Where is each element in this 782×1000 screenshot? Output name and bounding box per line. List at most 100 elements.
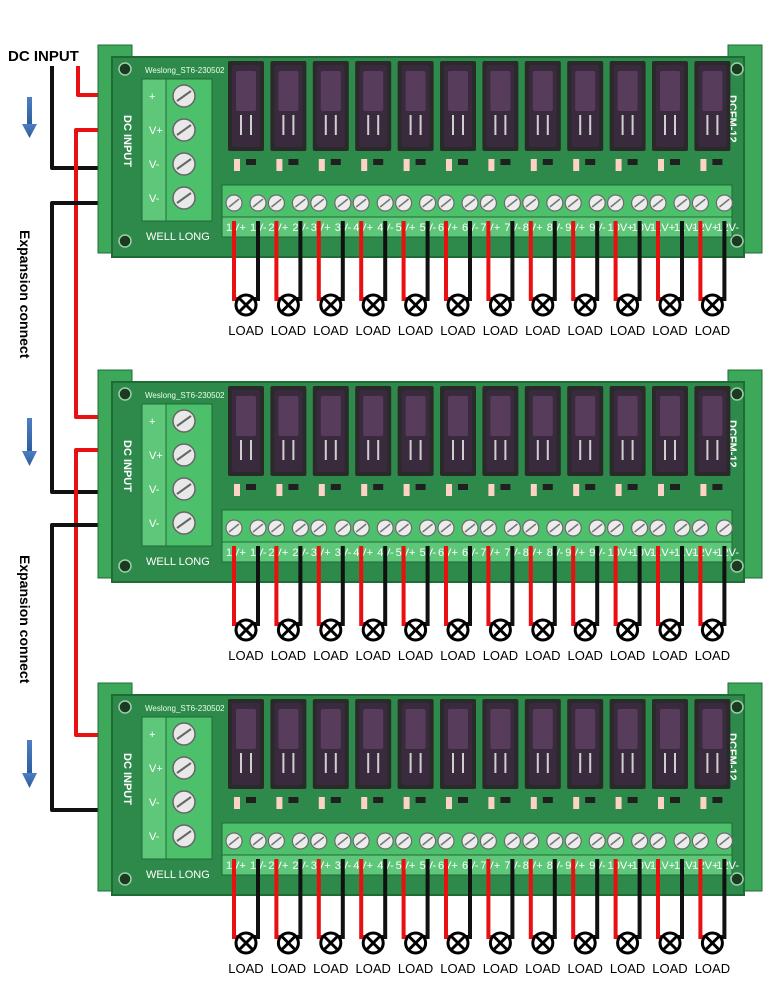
mounting-hole	[118, 872, 132, 886]
resistor	[288, 159, 299, 165]
fuse-highlight	[490, 396, 511, 436]
screw-slot	[506, 836, 518, 846]
screw-slot	[694, 836, 706, 846]
load-label: LOAD	[695, 648, 730, 663]
fuse-highlight	[660, 71, 680, 111]
lamp-cross	[280, 934, 297, 952]
led-indicator	[658, 797, 664, 809]
load-label: LOAD	[440, 323, 475, 338]
lamp-icon	[658, 618, 682, 642]
output-label-plus: 12V+	[692, 547, 718, 559]
lamp-icon	[319, 293, 343, 317]
screw-slot	[228, 836, 240, 846]
lamp-cross	[322, 296, 339, 314]
lamp-cross	[322, 934, 339, 952]
led-indicator	[403, 484, 410, 496]
screw-slot	[549, 198, 561, 208]
terminal-sign: V+	[149, 763, 163, 775]
lamp-icon	[488, 293, 512, 317]
led-indicator	[488, 797, 495, 809]
load-label: LOAD	[483, 648, 518, 663]
output-label-plus: 10V+	[608, 222, 634, 234]
resistor	[712, 797, 723, 803]
lamp-icon	[446, 618, 470, 642]
screw-slot	[294, 198, 306, 208]
led-indicator	[615, 484, 622, 496]
lamp-icon	[404, 293, 428, 317]
screw-slot	[252, 523, 264, 533]
screw-slot	[313, 836, 325, 846]
lamp-cross	[661, 621, 679, 639]
lamp-icon	[276, 293, 300, 317]
screw-slot	[440, 198, 452, 208]
silk-text: Weslong_ST6-230502	[145, 391, 225, 400]
screw-slot	[482, 523, 494, 533]
input-header: DC INPUT	[121, 115, 133, 167]
lamp-cross	[322, 621, 339, 639]
lamp-icon	[404, 618, 428, 642]
lamp-cross	[577, 621, 594, 639]
load-label: LOAD	[313, 648, 348, 663]
led-indicator	[488, 484, 495, 496]
resistor	[246, 797, 256, 803]
screw-slot	[676, 836, 688, 846]
resistor	[458, 159, 468, 165]
resistor	[415, 484, 426, 490]
lamp-cross	[492, 934, 509, 952]
screw-slot	[270, 836, 282, 846]
load-label: LOAD	[228, 323, 263, 338]
fuse-highlight	[363, 709, 384, 749]
screw-slot	[549, 523, 561, 533]
fuse-highlight	[405, 396, 426, 436]
fuse-highlight	[405, 71, 426, 111]
led-indicator	[530, 484, 537, 496]
fuse-highlight	[448, 71, 468, 111]
lamp-icon	[531, 293, 555, 317]
fuse-highlight	[278, 396, 299, 436]
load-label: LOAD	[567, 648, 602, 663]
fuse-highlight	[363, 396, 384, 436]
screw-slot	[398, 836, 410, 846]
resistor	[330, 797, 341, 803]
resistor	[670, 797, 680, 803]
led-indicator	[234, 159, 240, 171]
load-label: LOAD	[483, 961, 518, 976]
fuse-highlight	[532, 709, 553, 749]
screw-slot	[270, 198, 282, 208]
screw-slot	[176, 90, 192, 102]
fuse-highlight	[236, 71, 256, 111]
resistor	[246, 484, 256, 490]
resistor	[288, 797, 299, 803]
led-indicator	[403, 159, 410, 171]
screw-slot	[506, 523, 518, 533]
lamp-icon	[276, 931, 300, 955]
led-indicator	[530, 159, 537, 171]
output-label-plus: 10V+	[608, 547, 634, 559]
screw-slot	[398, 523, 410, 533]
screw-slot	[228, 198, 240, 208]
load-label: LOAD	[695, 961, 730, 976]
load-label: LOAD	[525, 648, 560, 663]
screw-slot	[694, 198, 706, 208]
lamp-cross	[365, 296, 382, 314]
led-indicator	[658, 159, 664, 171]
mounting-hole	[730, 700, 744, 714]
silk-text: Weslong_ST6-230502	[145, 66, 225, 75]
resistor	[373, 159, 384, 165]
screw-slot	[591, 836, 603, 846]
led-indicator	[318, 797, 325, 809]
input-header: DC INPUT	[121, 440, 133, 492]
output-label-strip	[221, 854, 733, 876]
lamp-cross	[619, 934, 636, 952]
lamp-cross	[365, 934, 382, 952]
led-indicator	[615, 797, 622, 809]
output-label-strip	[221, 541, 733, 563]
load-label: LOAD	[398, 648, 433, 663]
screw-slot	[270, 523, 282, 533]
output-label-minus: 12V-	[716, 222, 739, 234]
resistor	[458, 484, 468, 490]
screw-slot	[506, 198, 518, 208]
screw-slot	[337, 523, 349, 533]
screw-slot	[398, 198, 410, 208]
screw-slot	[294, 523, 306, 533]
